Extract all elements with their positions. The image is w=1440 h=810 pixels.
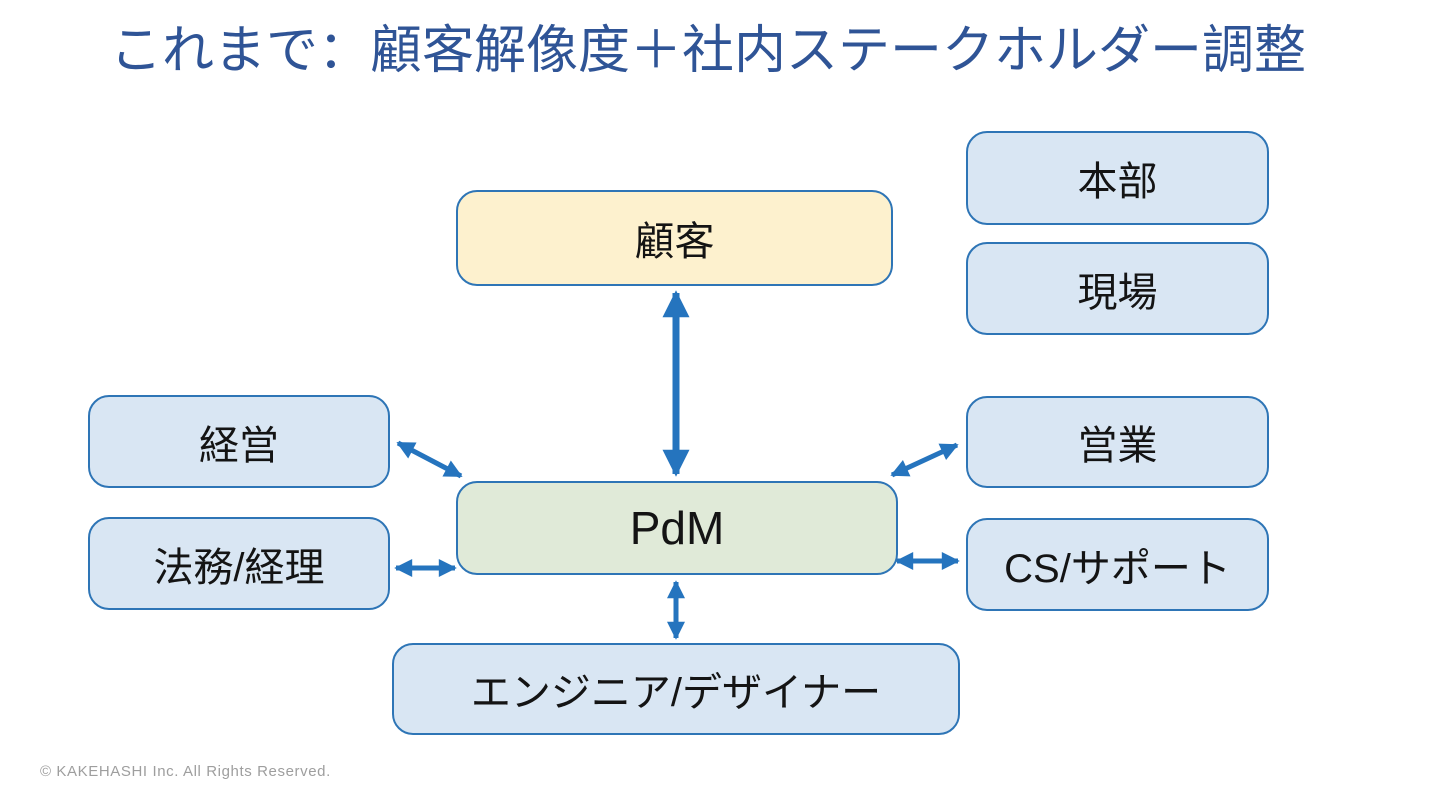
double-arrow-pdm-keiei (396, 440, 463, 479)
node-customer: 顧客 (456, 190, 893, 286)
node-pdm: PdM (456, 481, 898, 575)
node-keiei: 経営 (88, 395, 390, 488)
node-genba: 現場 (966, 242, 1269, 335)
node-eigyo: 営業 (966, 396, 1269, 488)
slide-title: これまで：顧客解像度＋社内ステークホルダー調整 (110, 22, 1307, 80)
node-honbu: 本部 (966, 131, 1269, 225)
node-houmu-keiri: 法務/経理 (88, 517, 390, 610)
node-cs-support: CS/サポート (966, 518, 1269, 611)
copyright-footer: © KAKEHASHI Inc. All Rights Reserved. (40, 763, 331, 780)
double-arrow-pdm-eigyo (890, 442, 959, 478)
node-engineer-designer: エンジニア/デザイナー (392, 643, 960, 735)
